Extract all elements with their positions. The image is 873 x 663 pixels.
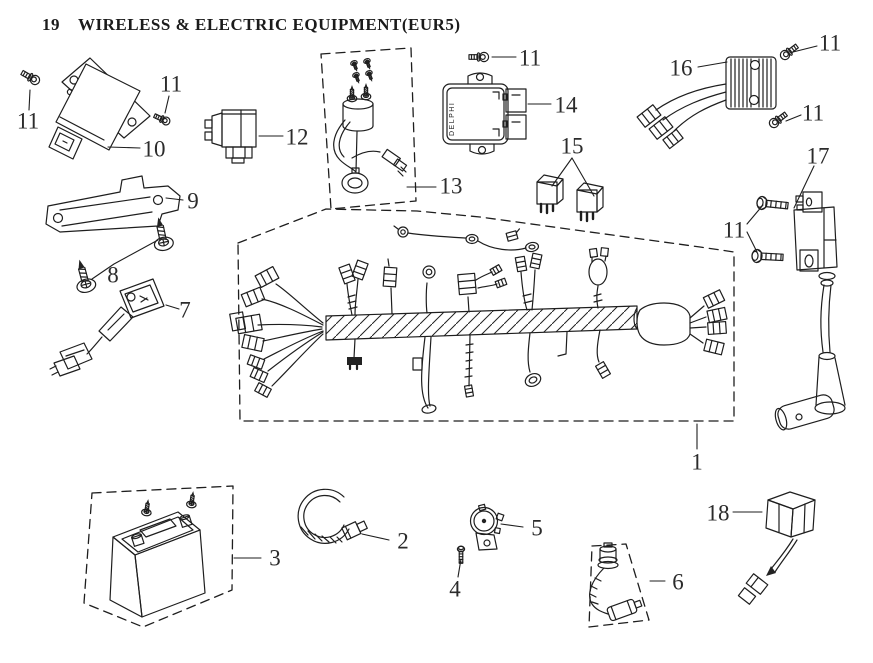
- bolt-11-f: [755, 195, 790, 213]
- bolt-11-c: [468, 51, 490, 63]
- part-2-clamp-strap: [298, 489, 368, 543]
- part-13-box: [321, 48, 416, 209]
- part-10-cdi-unit: [49, 58, 150, 159]
- bolt-11-d: [777, 41, 801, 63]
- part-14-ecu: DELPHI: [443, 73, 526, 154]
- part-16-rectifier: [636, 57, 776, 150]
- callout-11: 11: [722, 217, 746, 243]
- callout-11: 11: [801, 100, 825, 126]
- callout-16: 16: [669, 55, 693, 81]
- part-7-switch: [50, 279, 164, 376]
- callout-6: 6: [672, 569, 684, 595]
- bolt-11-b: [152, 111, 172, 127]
- callout-5: 5: [531, 515, 543, 541]
- part-18-flasher-unit: [738, 492, 815, 604]
- bolt-11-e: [766, 109, 790, 131]
- callout-13: 13: [439, 173, 463, 199]
- leader-lines: [29, 46, 817, 581]
- callout-7: 7: [179, 297, 191, 323]
- part-6-sensor: [590, 543, 644, 621]
- page-title: 19 WIRELESS & ELECTRIC EQUIPMENT(EUR5): [42, 15, 461, 35]
- part-1-harness: [230, 226, 728, 414]
- ecu-marking: DELPHI: [449, 102, 456, 136]
- callout-10: 10: [142, 136, 166, 162]
- callout-17: 17: [806, 143, 830, 169]
- callout-1: 1: [691, 449, 703, 475]
- part-9-bracket: [46, 176, 180, 232]
- callout-4: 4: [449, 576, 461, 602]
- callout-14: 14: [554, 92, 578, 118]
- section-number: 19: [42, 15, 60, 34]
- callout-2: 2: [397, 528, 409, 554]
- callout-18: 18: [706, 500, 730, 526]
- part-12-relay: [205, 110, 256, 163]
- callout-11: 11: [16, 108, 40, 134]
- part-1-harness-box: [230, 209, 734, 421]
- part-15-relays: [537, 175, 603, 221]
- section-title: WIRELESS & ELECTRIC EQUIPMENT(EUR5): [78, 15, 461, 34]
- part-8-screws: [69, 214, 176, 296]
- part-17-ignition-coil: [773, 192, 845, 432]
- bolt-11-a: [19, 67, 42, 87]
- callout-3: 3: [269, 545, 281, 571]
- part-5-horn: [471, 504, 504, 550]
- callout-8: 8: [107, 262, 119, 288]
- callout-11: 11: [518, 45, 542, 71]
- part-3-battery: [110, 490, 205, 617]
- callout-11: 11: [159, 71, 183, 97]
- callout-15: 15: [560, 133, 584, 159]
- part-6-box: [589, 543, 649, 627]
- callout-12: 12: [285, 124, 309, 150]
- callout-9: 9: [187, 188, 199, 214]
- callout-11: 11: [818, 30, 842, 56]
- part-13-ignition-lock: [334, 57, 408, 193]
- part-3-battery-box: [84, 486, 233, 627]
